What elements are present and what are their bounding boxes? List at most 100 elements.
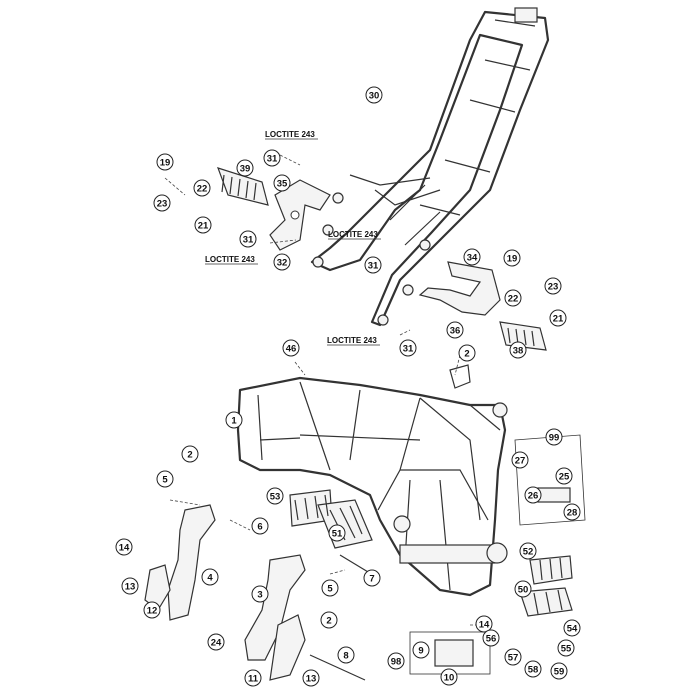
svg-text:50: 50: [518, 585, 529, 596]
callout-51: 51: [328, 524, 346, 542]
callout-50: 50: [514, 580, 532, 598]
callout-57: 57: [504, 648, 522, 666]
left-heel-guard: [144, 504, 306, 681]
callout-3: 3: [251, 585, 269, 603]
svg-text:23: 23: [548, 282, 559, 293]
svg-text:4: 4: [207, 573, 213, 584]
svg-text:55: 55: [561, 644, 572, 655]
loctite-note-middle: LOCTITE 243: [328, 230, 378, 239]
callout-35: 35: [273, 174, 291, 192]
subframe: [310, 7, 550, 327]
callout-31: 31: [364, 256, 382, 274]
callout-22: 22: [193, 179, 211, 197]
callout-2: 2: [458, 344, 476, 362]
callout-26: 26: [524, 486, 542, 504]
callout-4: 4: [201, 568, 219, 586]
callout-14: 14: [115, 538, 133, 556]
svg-text:35: 35: [277, 179, 288, 190]
left-rear-footrest-bracket: [269, 179, 331, 251]
svg-text:23: 23: [157, 199, 168, 210]
swingarm-pivot-tube: [399, 544, 496, 564]
svg-text:24: 24: [211, 638, 222, 649]
callout-46: 46: [282, 339, 300, 357]
svg-text:59: 59: [554, 667, 565, 678]
loctite-note-lower: LOCTITE 243: [327, 336, 377, 345]
svg-text:1: 1: [231, 416, 237, 427]
callout-98: 98: [387, 652, 405, 670]
callout-23: 23: [153, 194, 171, 212]
svg-text:39: 39: [240, 164, 251, 175]
callout-25: 25: [555, 467, 573, 485]
svg-text:30: 30: [369, 91, 380, 102]
svg-text:13: 13: [306, 674, 317, 685]
callout-99: 99: [545, 428, 563, 446]
callout-28: 28: [563, 503, 581, 521]
svg-text:22: 22: [508, 294, 519, 305]
part-10-box: [434, 639, 474, 667]
svg-text:28: 28: [567, 508, 578, 519]
svg-text:2: 2: [187, 450, 192, 461]
callout-21: 21: [549, 309, 567, 327]
callout-19: 19: [156, 153, 174, 171]
svg-text:21: 21: [553, 314, 564, 325]
callout-34: 34: [463, 248, 481, 266]
svg-text:5: 5: [162, 475, 168, 486]
callout-23: 23: [544, 277, 562, 295]
callout-6: 6: [251, 517, 269, 535]
callout-21: 21: [194, 216, 212, 234]
right-front-footpegs: [519, 555, 573, 617]
callout-2: 2: [181, 445, 199, 463]
callout-32: 32: [273, 253, 291, 271]
svg-text:8: 8: [343, 651, 348, 662]
callout-13: 13: [302, 669, 320, 687]
svg-text:54: 54: [567, 624, 578, 635]
svg-text:31: 31: [243, 235, 254, 246]
callout-27: 27: [511, 451, 529, 469]
callout-39: 39: [236, 159, 254, 177]
svg-text:56: 56: [486, 634, 497, 645]
svg-text:5: 5: [327, 584, 333, 595]
svg-text:52: 52: [523, 547, 534, 558]
svg-text:99: 99: [549, 433, 560, 444]
svg-text:13: 13: [125, 582, 136, 593]
svg-text:32: 32: [277, 258, 288, 269]
loose-hardware: [309, 434, 586, 681]
assembly-guides: [164, 154, 485, 626]
svg-text:12: 12: [147, 606, 158, 617]
svg-text:10: 10: [444, 673, 455, 684]
callout-11: 11: [244, 669, 262, 687]
svg-text:14: 14: [119, 543, 130, 554]
right-rear-footrest-bracket: [418, 261, 501, 316]
svg-text:3: 3: [257, 590, 262, 601]
callout-24: 24: [207, 633, 225, 651]
svg-text:2: 2: [464, 349, 469, 360]
svg-text:57: 57: [508, 653, 519, 664]
svg-text:26: 26: [528, 491, 539, 502]
svg-text:98: 98: [391, 657, 402, 668]
callout-1: 1: [225, 411, 243, 429]
callout-31: 31: [399, 339, 417, 357]
svg-text:21: 21: [198, 221, 209, 232]
callout-30: 30: [365, 86, 383, 104]
callout-9: 9: [412, 641, 430, 659]
svg-text:27: 27: [515, 456, 526, 467]
svg-text:36: 36: [450, 326, 461, 337]
right-rear-footpeg: [499, 321, 547, 351]
svg-text:34: 34: [467, 253, 478, 264]
svg-text:31: 31: [403, 344, 414, 355]
callout-10: 10: [440, 668, 458, 686]
callout-59: 59: [550, 662, 568, 680]
svg-text:19: 19: [507, 254, 518, 265]
svg-text:53: 53: [270, 492, 281, 503]
left-rear-footpeg: [217, 167, 269, 206]
svg-text:22: 22: [197, 184, 208, 195]
svg-text:2: 2: [326, 616, 331, 627]
svg-text:25: 25: [559, 472, 570, 483]
callout-55: 55: [557, 639, 575, 657]
callout-14: 14: [475, 615, 493, 633]
main-frame: [236, 364, 508, 597]
rear-bracket: [514, 7, 538, 23]
loctite-notes: LOCTITE 243 LOCTITE 243 LOCTITE 243 LOCT…: [205, 130, 381, 346]
